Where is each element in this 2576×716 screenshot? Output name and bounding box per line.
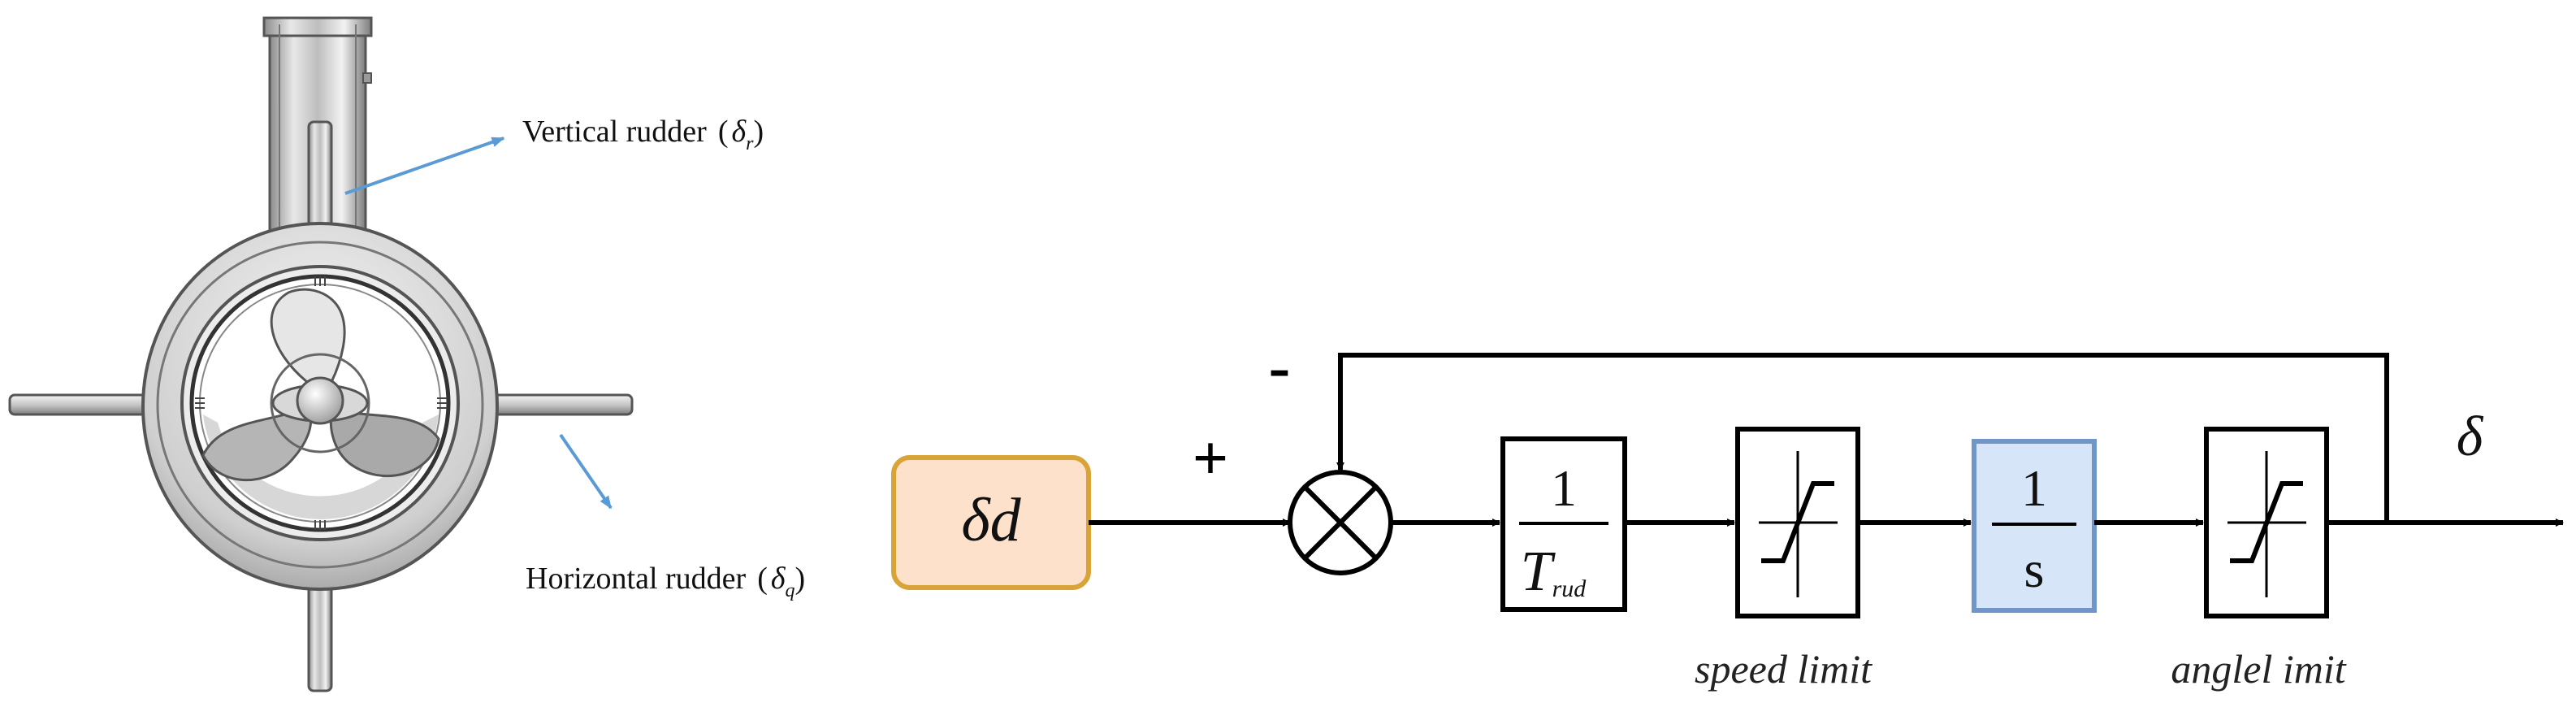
block-diagram: δd + - 1 Trud speed limit 1 s [891,332,2564,692]
speed-limit-label: speed limit [1695,646,1872,692]
input-label: δd [961,486,1021,554]
propeller-blade-top [270,288,346,384]
plus-sign: + [1193,423,1228,493]
tf-numerator: 1 [1551,459,1577,517]
vertical-rudder-pointer [344,137,505,195]
integrator-denominator: s [2024,540,2045,598]
horizontal-rudder-pointer [559,433,613,510]
minus-sign: - [1269,332,1291,403]
top-pipe-cap [262,16,373,37]
thruster-illustration: Vertical rudder(δr) Horizontal rudder(δq… [8,16,805,692]
propeller-blade-right [329,409,440,477]
propeller-blade-left [201,409,313,482]
speed-saturation-curve [1761,481,1834,563]
output-label: δ [2457,406,2484,468]
tf-denominator: Trud [1521,540,1587,603]
angle-limit-label: anglel imit [2171,646,2346,692]
integrator-numerator: 1 [2021,459,2047,517]
feedback-path [1336,353,2389,523]
angle-saturation-curve [2230,481,2303,563]
vertical-rudder-label: Vertical rudder(δr) [522,115,764,154]
propeller-hub [296,376,344,425]
horizontal-rudder-label: Horizontal rudder(δq) [526,562,805,601]
